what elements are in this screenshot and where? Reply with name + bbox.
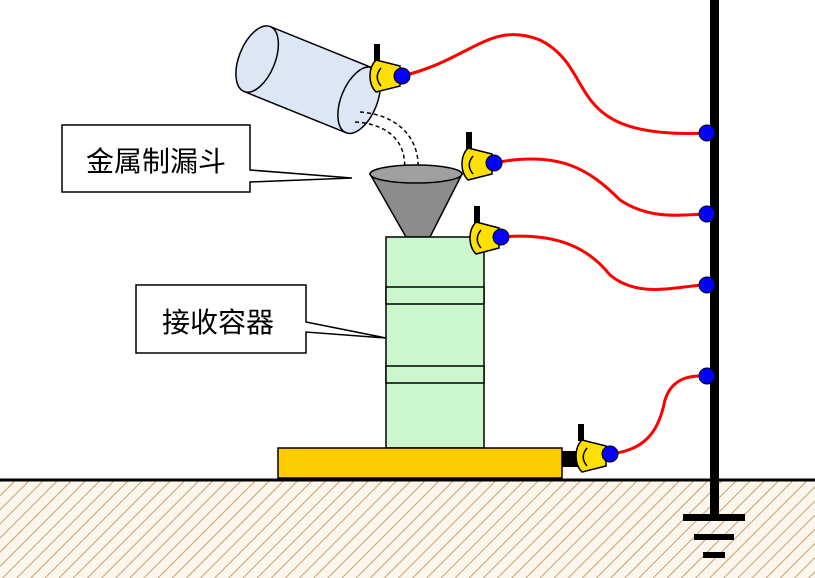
funnel-callout-box xyxy=(61,124,353,193)
connection-nodes xyxy=(393,67,716,463)
ground-wires xyxy=(401,33,708,456)
wire-container xyxy=(500,234,708,291)
metal-funnel xyxy=(368,164,464,238)
earth-ground-icon xyxy=(683,514,745,558)
wire-cylinder xyxy=(401,33,708,135)
container-callout-box xyxy=(135,284,387,354)
crocodile-clip-icon xyxy=(575,424,607,473)
funnel-label: 金属制漏斗 xyxy=(86,145,227,178)
ground-surface xyxy=(0,480,815,578)
wire-funnel xyxy=(493,157,708,217)
crocodile-clip-icon xyxy=(369,44,401,93)
pouring-cylinder xyxy=(235,25,382,135)
base-plate xyxy=(277,447,563,479)
crocodile-clip-icon xyxy=(469,206,500,255)
wire-base xyxy=(609,374,708,456)
crocodile-clip-icon xyxy=(461,132,493,181)
receiving-container xyxy=(385,236,485,449)
container-label: 接收容器 xyxy=(162,306,275,339)
pouring-stream xyxy=(354,111,419,173)
grounding-pole xyxy=(710,0,719,520)
